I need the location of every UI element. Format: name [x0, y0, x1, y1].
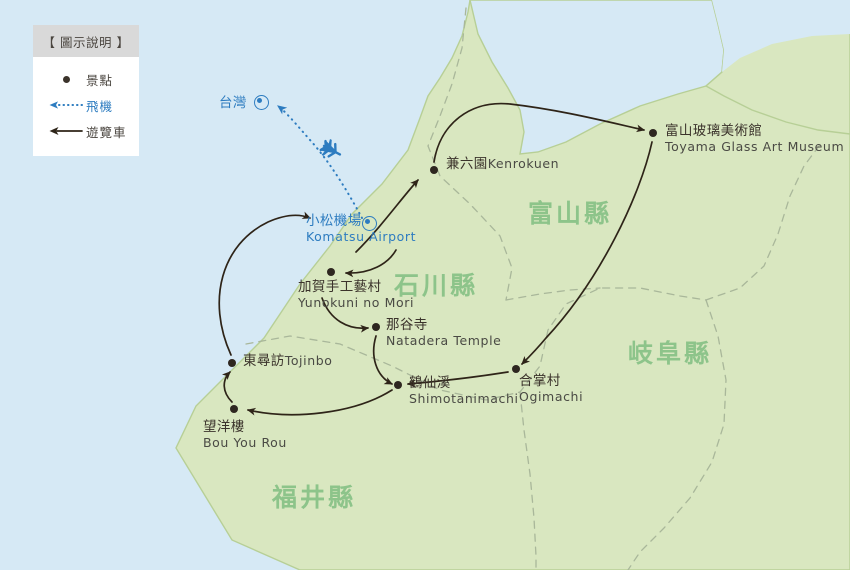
bus-route-group	[218, 102, 653, 416]
marker-taiwan[interactable]	[253, 94, 269, 110]
label-natadera-temple[interactable]: 那谷寺 Natadera Temple	[386, 317, 502, 349]
land-main	[175, 0, 850, 570]
label-taiwan[interactable]: 台灣	[219, 93, 247, 112]
route-airport-to-yunokuni	[344, 249, 397, 278]
route-natadera-to-shimotanimachi	[372, 335, 393, 385]
route-kenrokuen-to-toyama	[433, 102, 646, 163]
legend-title: 【 圖示說明 】	[33, 25, 139, 57]
route-bouyourou-to-tojinbo	[222, 371, 233, 403]
marker-komatsu-airport[interactable]	[361, 215, 377, 231]
dot-icon	[46, 75, 86, 83]
label-yunokuni-no-mori[interactable]: 加賀手工藝村 Yunokuni no Mori	[298, 279, 415, 311]
legend-item-attraction: 景點	[33, 66, 139, 92]
marker-shimotanimachi[interactable]	[394, 381, 402, 389]
label-bou-you-rou[interactable]: 望洋樓 Bou You Rou	[203, 419, 287, 451]
label-bou-you-rou-cn: 望洋樓	[203, 419, 245, 435]
marker-natadera-temple[interactable]	[372, 323, 380, 331]
label-natadera-temple-en: Natadera Temple	[386, 332, 502, 348]
marker-yunokuni-no-mori[interactable]	[327, 268, 335, 276]
label-ogimachi-cn: 合掌村	[519, 373, 561, 389]
marker-toyama-glass-art-museum[interactable]	[649, 129, 657, 137]
bus-line-icon	[46, 126, 86, 136]
prefecture-label-fukui: 福井縣	[272, 483, 357, 512]
prefecture-label-ishikawa: 石川縣	[394, 271, 479, 300]
route-yunokuni-to-natadera	[321, 297, 370, 333]
legend-items: 景點 飛機 遊覽車	[33, 57, 139, 156]
legend-item-attraction-label: 景點	[86, 72, 114, 88]
label-yunokuni-no-mori-cn: 加賀手工藝村	[298, 279, 382, 295]
landmass-group	[175, 0, 850, 570]
legend-item-airplane: 飛機	[33, 92, 139, 118]
label-tojinbo-cn: 東尋訪	[243, 353, 285, 369]
label-tojinbo-en: Tojinbo	[284, 353, 333, 368]
marker-kenrokuen[interactable]	[430, 166, 438, 174]
label-yunokuni-no-mori-en: Yunokuni no Mori	[298, 294, 415, 310]
legend-item-bus: 遊覽車	[33, 118, 139, 144]
label-shimotanimachi-cn: 鶴仙溪	[409, 375, 451, 391]
border-gifu-east	[705, 141, 823, 301]
route-ogimachi-to-west	[406, 371, 509, 388]
label-komatsu-airport-cn: 小松機場	[306, 213, 362, 229]
border-gifu-south	[627, 299, 727, 570]
marker-bou-you-rou[interactable]	[230, 405, 238, 413]
label-komatsu-airport[interactable]: 小松機場 Komatsu Airport	[306, 213, 417, 245]
label-kenrokuen[interactable]: 兼六園 Kenrokuen	[446, 156, 560, 173]
label-kenrokuen-cn: 兼六園	[446, 156, 488, 172]
label-komatsu-airport-en: Komatsu Airport	[306, 228, 417, 244]
label-shimotanimachi-en: Shimotanimachi	[409, 390, 519, 406]
label-bou-you-rou-en: Bou You Rou	[203, 434, 287, 450]
prefecture-label-gifu: 岐阜縣	[628, 339, 713, 368]
marker-tojinbo[interactable]	[228, 359, 236, 367]
label-toyama-glass-art-museum-en: Toyama Glass Art Museum	[665, 138, 845, 154]
marker-ogimachi[interactable]	[512, 365, 520, 373]
route-airport-to-kenrokuen	[355, 179, 419, 253]
legend-item-airplane-label: 飛機	[86, 98, 114, 114]
route-tojinbo-to-airport	[218, 211, 311, 356]
prefecture-label-toyama: 富山縣	[528, 199, 613, 228]
airplane-icon	[319, 138, 342, 158]
label-natadera-temple-cn: 那谷寺	[386, 317, 428, 333]
label-toyama-glass-art-museum[interactable]: 富山玻璃美術館 Toyama Glass Art Museum	[665, 123, 845, 155]
label-shimotanimachi[interactable]: 鶴仙溪 Shimotanimachi	[409, 375, 519, 407]
legend-item-bus-label: 遊覽車	[86, 124, 127, 140]
legend-panel: 【 圖示說明 】 景點 飛機	[33, 25, 139, 156]
sea-northeast	[712, 0, 850, 72]
plane-line-icon	[46, 100, 86, 110]
route-toyama-to-ogimachi	[521, 141, 653, 365]
label-ogimachi-en: Ogimachi	[519, 388, 584, 404]
label-tojinbo[interactable]: 東尋訪 Tojinbo	[243, 353, 333, 370]
route-taiwan-to-komatsu	[277, 105, 363, 219]
label-toyama-glass-art-museum-cn: 富山玻璃美術館	[665, 123, 763, 139]
label-taiwan-cn: 台灣	[219, 95, 247, 111]
label-kenrokuen-en: Kenrokuen	[487, 156, 560, 171]
border-ishikawa-fukui	[245, 287, 707, 401]
route-shimotanimachi-to-bouyourou	[246, 389, 393, 416]
border-fukui-south	[519, 391, 537, 570]
label-ogimachi[interactable]: 合掌村 Ogimachi	[519, 373, 584, 405]
air-route-group	[277, 105, 363, 219]
